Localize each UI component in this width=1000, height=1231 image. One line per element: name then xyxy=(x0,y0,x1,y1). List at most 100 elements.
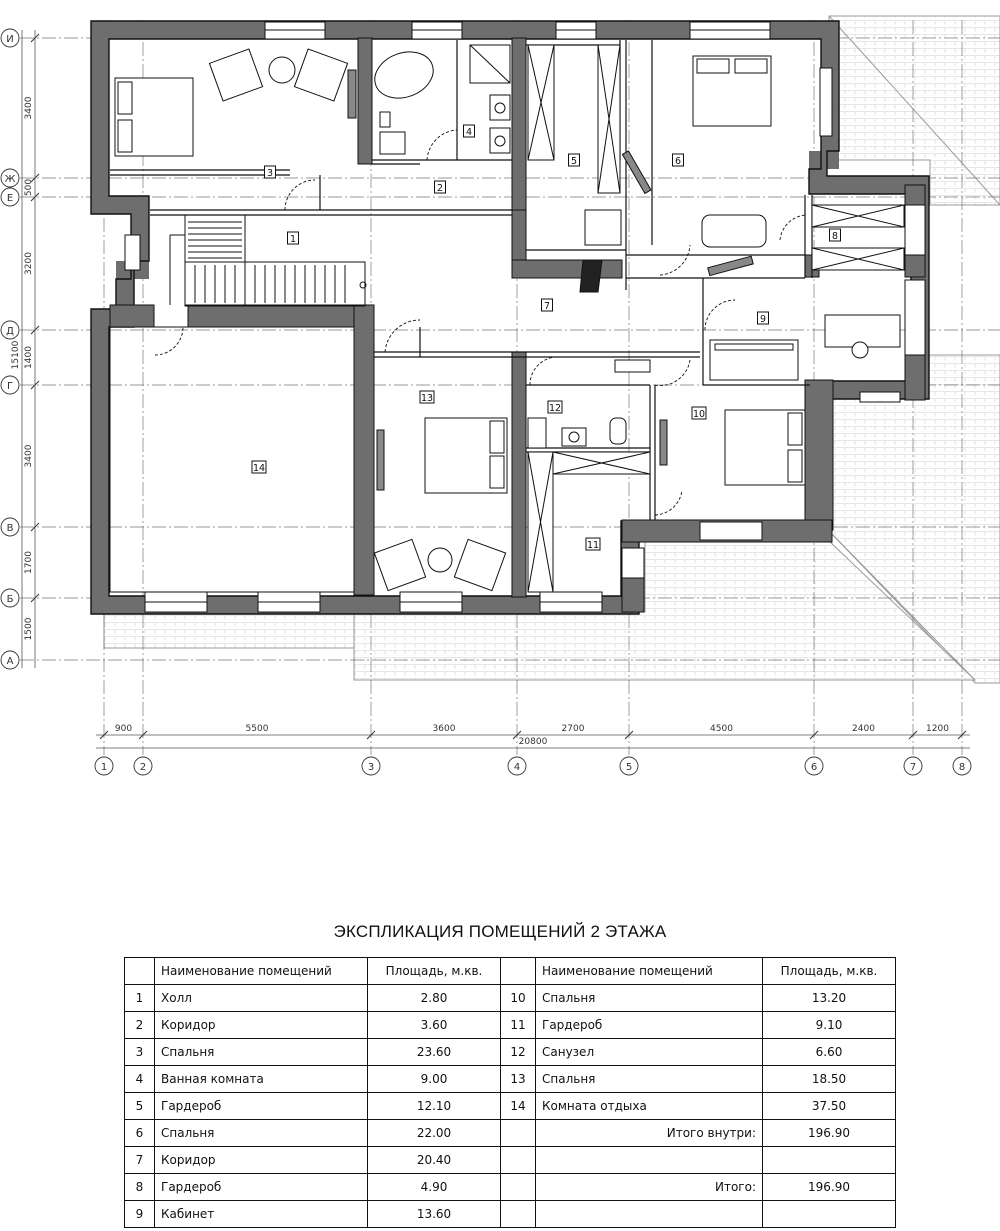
axis-letter: Е xyxy=(7,193,13,204)
room-name xyxy=(535,1200,763,1228)
dimension-label: 500 xyxy=(24,179,34,196)
room-tag-label: 2 xyxy=(437,183,443,194)
room-tag: 10 xyxy=(691,406,707,420)
header-num xyxy=(124,957,155,985)
axis-number-bubble: 8 xyxy=(952,756,972,776)
axis-number-bubble: 1 xyxy=(94,756,114,776)
room-name: Спальня xyxy=(535,1065,763,1093)
axis-letter-bubble: Д xyxy=(0,320,20,340)
room-tag: 4 xyxy=(463,124,475,138)
axis-letter: Ж xyxy=(5,174,16,185)
axis-number-bubble: 2 xyxy=(133,756,153,776)
dimension-label: 1200 xyxy=(926,724,949,734)
axis-number: 4 xyxy=(514,762,520,773)
room-name xyxy=(535,1146,763,1174)
dimension-total: 20800 xyxy=(519,737,548,747)
row-number: 8 xyxy=(124,1173,155,1201)
windows xyxy=(124,21,926,613)
axis-letter-bubble: И xyxy=(0,28,20,48)
explication-table: Наименование помещений Площадь, м.кв. На… xyxy=(124,957,896,1228)
room-name: Коридор xyxy=(154,1011,368,1039)
row-number: 13 xyxy=(500,1065,536,1093)
room-tag: 13 xyxy=(419,390,435,404)
header-name: Наименование помещений xyxy=(154,957,368,985)
row-number xyxy=(500,1146,536,1174)
room-tag: 6 xyxy=(672,153,684,167)
room-area: 37.50 xyxy=(762,1092,896,1120)
axis-letter: А xyxy=(7,656,14,667)
room-name: Холл xyxy=(154,984,368,1012)
axis-number: 2 xyxy=(140,762,146,773)
room-name: Кабинет xyxy=(154,1200,368,1228)
dimension-label: 2700 xyxy=(562,724,585,734)
room-area: 18.50 xyxy=(762,1065,896,1093)
room-tag-label: 9 xyxy=(760,314,766,325)
interior-walls xyxy=(109,37,926,613)
room-area xyxy=(762,1146,896,1174)
dimension-label: 1700 xyxy=(24,551,34,574)
axis-letter-bubble: Г xyxy=(0,375,20,395)
dimension-label: 3600 xyxy=(433,724,456,734)
header-name-right: Наименование помещений xyxy=(535,957,763,985)
dimension-label: 900 xyxy=(115,724,132,734)
axis-letter-bubble: Е xyxy=(0,187,20,207)
room-tag: 14 xyxy=(251,460,267,474)
axis-letter: Г xyxy=(7,381,13,392)
room-tag: 2 xyxy=(434,180,446,194)
room-tag-label: 8 xyxy=(832,231,838,242)
room-name: Спальня xyxy=(154,1038,368,1066)
room-area: 9.00 xyxy=(367,1065,501,1093)
staircase xyxy=(169,214,367,307)
room-tag-label: 11 xyxy=(587,540,599,551)
room-area: 13.60 xyxy=(367,1200,501,1228)
row-number: 10 xyxy=(500,984,536,1012)
dimension-label: 1400 xyxy=(24,346,34,369)
room-name: Гардероб xyxy=(535,1011,763,1039)
axis-letter: Д xyxy=(6,326,14,337)
row-number xyxy=(500,1173,536,1201)
room-area xyxy=(762,1200,896,1228)
dimension-label: 3400 xyxy=(24,444,34,467)
room-tag: 5 xyxy=(568,153,580,167)
room-name: Ванная комната xyxy=(154,1065,368,1093)
header-area: Площадь, м.кв. xyxy=(367,957,501,985)
dimension-label: 4500 xyxy=(710,724,733,734)
header-area-right: Площадь, м.кв. xyxy=(762,957,896,985)
total-label: Итого: xyxy=(535,1173,763,1201)
room-name: Гардероб xyxy=(154,1173,368,1201)
axis-letter: И xyxy=(6,34,13,45)
total-inside-label: Итого внутри: xyxy=(535,1119,763,1147)
room-area: 9.10 xyxy=(762,1011,896,1039)
dimension-label: 2400 xyxy=(852,724,875,734)
room-area: 23.60 xyxy=(367,1038,501,1066)
axis-number: 8 xyxy=(959,762,965,773)
room-area: 20.40 xyxy=(367,1146,501,1174)
table-header-row: Наименование помещений Площадь, м.кв. На… xyxy=(124,957,896,985)
explication-title: ЭКСПЛИКАЦИЯ ПОМЕЩЕНИЙ 2 ЭТАЖА xyxy=(333,922,667,941)
axis-number: 7 xyxy=(910,762,916,773)
row-number: 9 xyxy=(124,1200,155,1228)
axis-letter-bubble: Ж xyxy=(0,168,20,188)
furniture xyxy=(114,44,905,593)
row-number: 6 xyxy=(124,1119,155,1147)
room-tag-label: 4 xyxy=(466,127,472,138)
row-number: 5 xyxy=(124,1092,155,1120)
room-tag-label: 7 xyxy=(544,301,550,312)
row-number: 7 xyxy=(124,1146,155,1174)
axis-number: 5 xyxy=(626,762,632,773)
room-area: 2.80 xyxy=(367,984,501,1012)
room-area: 22.00 xyxy=(367,1119,501,1147)
dimension-label: 1500 xyxy=(24,617,34,640)
axis-number-bubble: 7 xyxy=(903,756,923,776)
room-area: 12.10 xyxy=(367,1092,501,1120)
axis-number: 6 xyxy=(811,762,817,773)
row-number: 1 xyxy=(124,984,155,1012)
